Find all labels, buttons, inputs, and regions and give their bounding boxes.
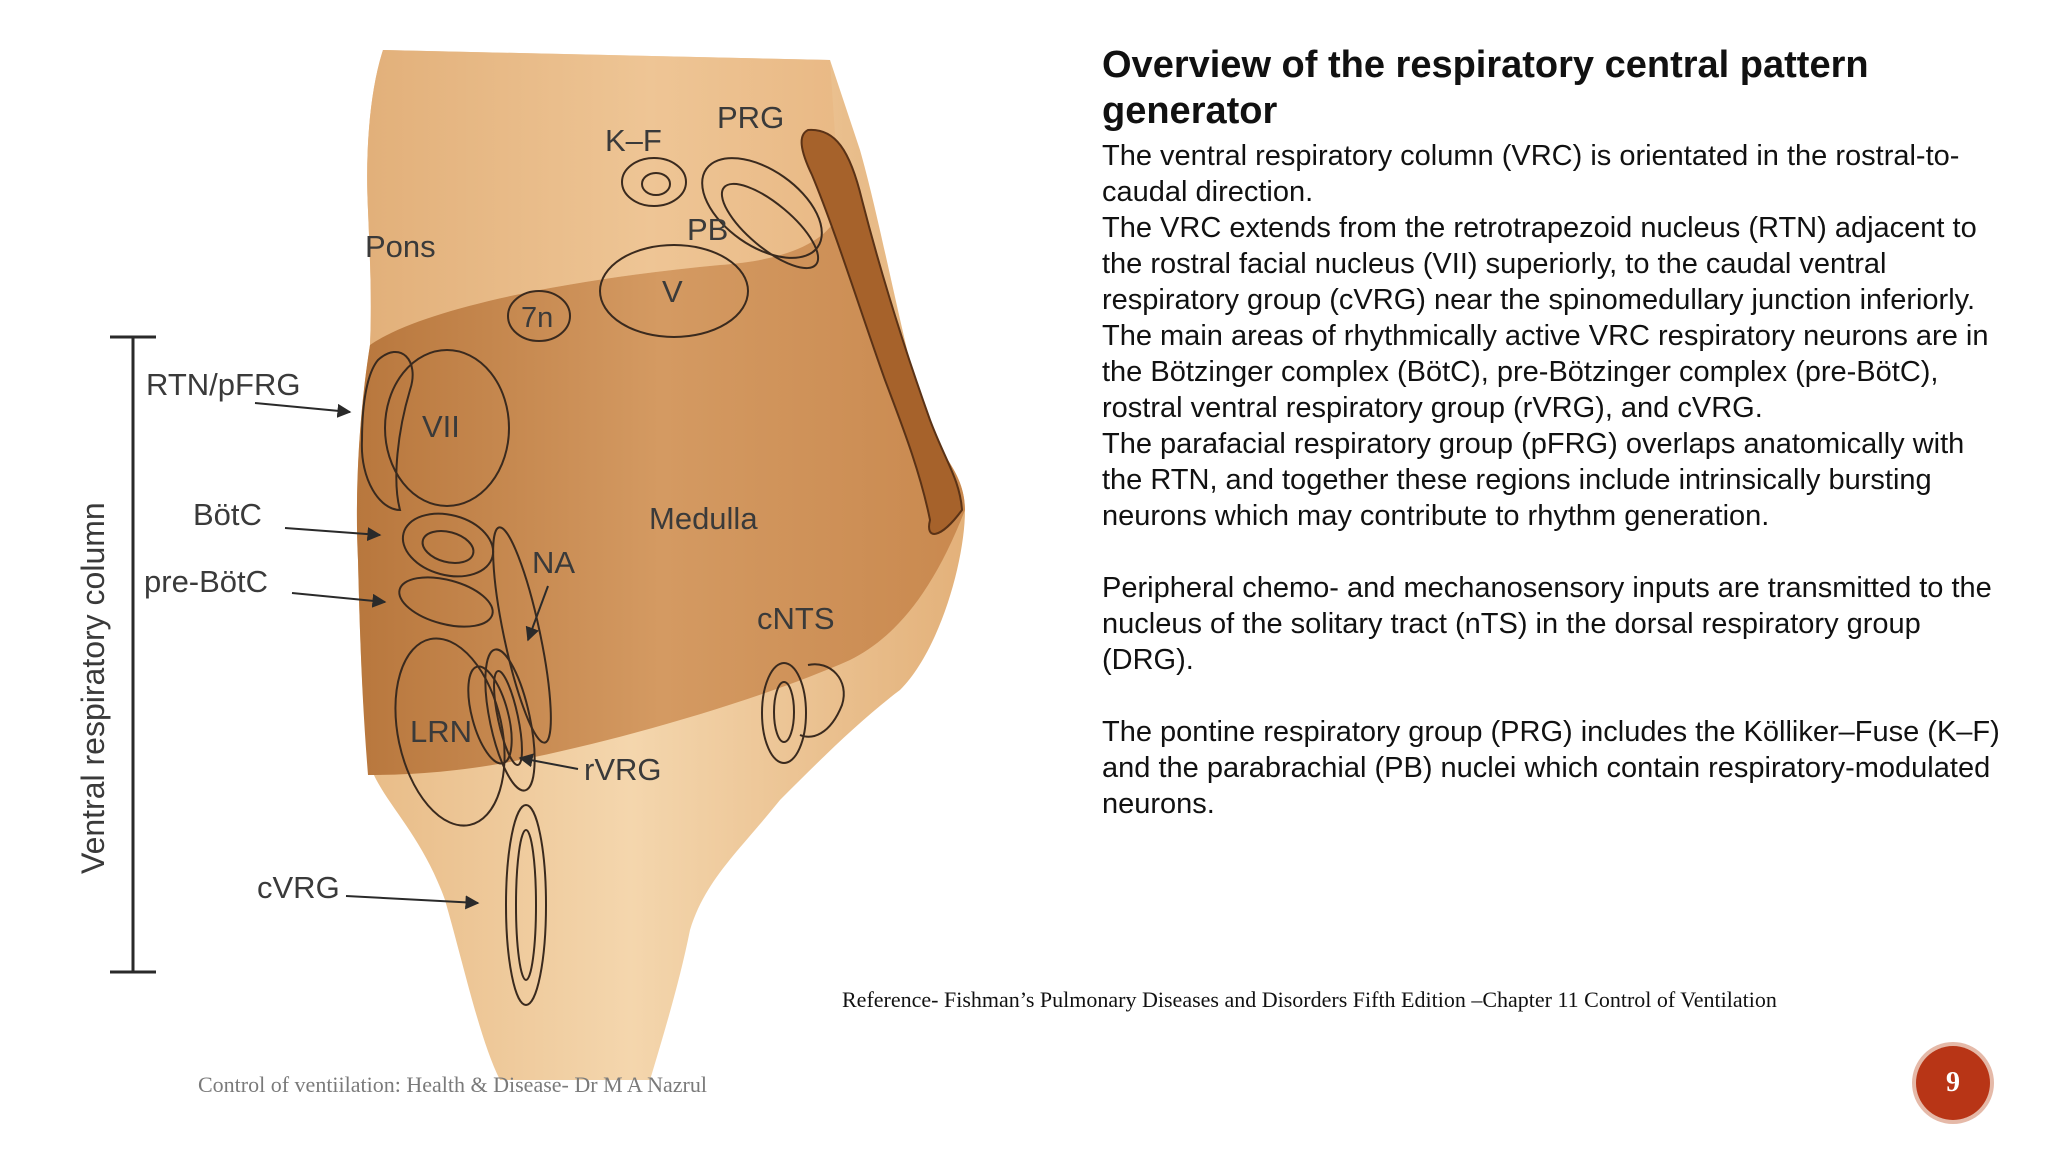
paragraph-peripheral-inputs: Peripheral chemo- and mechanosensory inp…: [1102, 572, 1992, 676]
label-pb: PB: [687, 212, 728, 247]
paragraph-pontine-group: The pontine respiratory group (PRG) incl…: [1102, 716, 2000, 820]
label-na: NA: [532, 545, 575, 580]
slide-title: Overview of the respiratory central patt…: [1102, 44, 1869, 132]
label-7n: 7n: [521, 302, 553, 334]
cnts-inner: [773, 681, 795, 743]
label-lrn: LRN: [410, 714, 472, 749]
arrow-cvrg: [345, 895, 480, 910]
label-cnts: cNTS: [757, 601, 835, 636]
text-block: Overview of the respiratory central patt…: [1102, 42, 2002, 822]
label-kf: K–F: [605, 123, 662, 158]
label-botc: BötC: [193, 497, 262, 532]
label-v: V: [662, 274, 683, 309]
label-pre-botc: pre-BötC: [144, 564, 268, 599]
na-nucleus: [492, 526, 552, 744]
rvrg-inner: [493, 670, 523, 766]
pb-nucleus: [720, 182, 820, 270]
paragraph-pfrg: The parafacial respiratory group (pFRG) …: [1102, 428, 1965, 532]
botc-inner: [421, 530, 475, 564]
medulla-region: [356, 210, 965, 775]
arrow-botc: [284, 527, 382, 542]
rtn-pfrg-region: [360, 350, 414, 512]
dorsal-edge: [800, 128, 964, 535]
rvrg-nucleus: [484, 648, 536, 792]
arrow-pre-botc: [291, 592, 387, 608]
brainstem-diagram: Pons K–F PRG PB V 7n VII Medulla RTN/pFR…: [75, 50, 965, 1080]
arrow-rtn-pfrg: [254, 402, 352, 418]
label-vrc-axis: Ventral respiratory column: [75, 502, 111, 874]
pons-region: [367, 50, 840, 345]
arrow-na: [525, 585, 549, 642]
label-prg: PRG: [717, 100, 784, 135]
vii-nucleus: [384, 349, 510, 507]
label-medulla: Medulla: [649, 501, 758, 536]
label-cvrg: cVRG: [257, 870, 340, 905]
cnts-outer: [799, 663, 845, 738]
prg-nucleus: [701, 157, 823, 259]
7n-nucleus: [507, 290, 571, 342]
page-number: 9: [1946, 1067, 1960, 1098]
label-rvrg: rVRG: [584, 752, 662, 787]
kf-inner: [641, 172, 671, 196]
page-number-badge: 9: [1916, 1046, 1990, 1120]
kf-nucleus: [621, 157, 687, 207]
label-pons: Pons: [365, 229, 436, 264]
paragraph-vrc-extent: The VRC extends from the retrotrapezoid …: [1102, 212, 1977, 316]
cvrg-inner: [515, 829, 537, 981]
label-rtn-pfrg: RTN/pFRG: [146, 367, 300, 402]
paragraph-vrc-orientation: The ventral respiratory column (VRC) is …: [1102, 140, 1960, 208]
lrn-nucleus: [394, 637, 506, 827]
footer-text: Control of ventiilation: Health & Diseas…: [198, 1072, 707, 1097]
paragraph-vrc-neurons: The main areas of rhythmically active VR…: [1102, 320, 1989, 424]
v-nucleus: [599, 244, 749, 338]
reference-citation: Reference- Fishman’s Pulmonary Diseases …: [842, 987, 1777, 1012]
arrow-rvrg: [518, 753, 579, 770]
label-vii: VII: [422, 409, 460, 444]
pre-botc-nucleus: [398, 576, 494, 628]
cvrg-nucleus: [505, 804, 547, 1006]
cnts-nucleus: [761, 662, 807, 764]
